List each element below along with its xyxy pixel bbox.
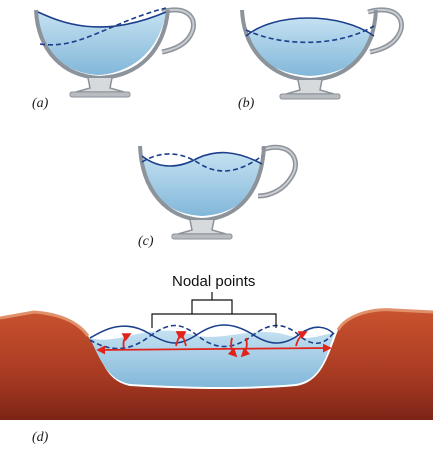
nodal-points-label: Nodal points [172, 273, 256, 290]
cup-b-wave-solid [245, 17, 375, 37]
cup-c-water [142, 152, 262, 216]
flow-arrow-3 [176, 331, 187, 347]
earth-highlight [0, 308, 433, 337]
cup-b-wave-dashed [245, 25, 375, 44]
basin [0, 308, 433, 420]
cup-b [240, 7, 404, 100]
nodal-brackets [151, 292, 277, 328]
cup-c-base [171, 233, 233, 240]
cup-a-wave-dashed [39, 7, 167, 46]
flow-arrow-6 [295, 331, 308, 347]
cup-a-wave-solid [37, 11, 167, 28]
cup-c-wave-solid [141, 151, 263, 167]
basin-water [90, 330, 334, 387]
cup-a [34, 7, 196, 98]
cup-b-base [279, 93, 341, 100]
cup-b-water [246, 18, 374, 76]
cup-a-foot [75, 77, 125, 93]
flow-arrow-1 [121, 333, 132, 349]
label-a: (a) [32, 96, 49, 111]
cup-c [138, 144, 298, 240]
nodal-bracket-mid [191, 299, 233, 314]
flow-arrow-main [96, 343, 332, 355]
nodal-bracket-left [151, 313, 277, 328]
flow-arrow-5 [240, 337, 251, 358]
flow-arrow-4 [227, 337, 238, 358]
label-d: (d) [32, 430, 49, 445]
cup-c-wave-dashed [141, 153, 263, 172]
label-c: (c) [138, 234, 154, 249]
cup-a-water [38, 12, 166, 75]
flow-arrows [96, 331, 332, 358]
cup-a-handle-inner [161, 8, 195, 53]
label-b: (b) [238, 96, 255, 111]
cup-a-base [69, 91, 131, 98]
earth-basin [0, 309, 433, 420]
